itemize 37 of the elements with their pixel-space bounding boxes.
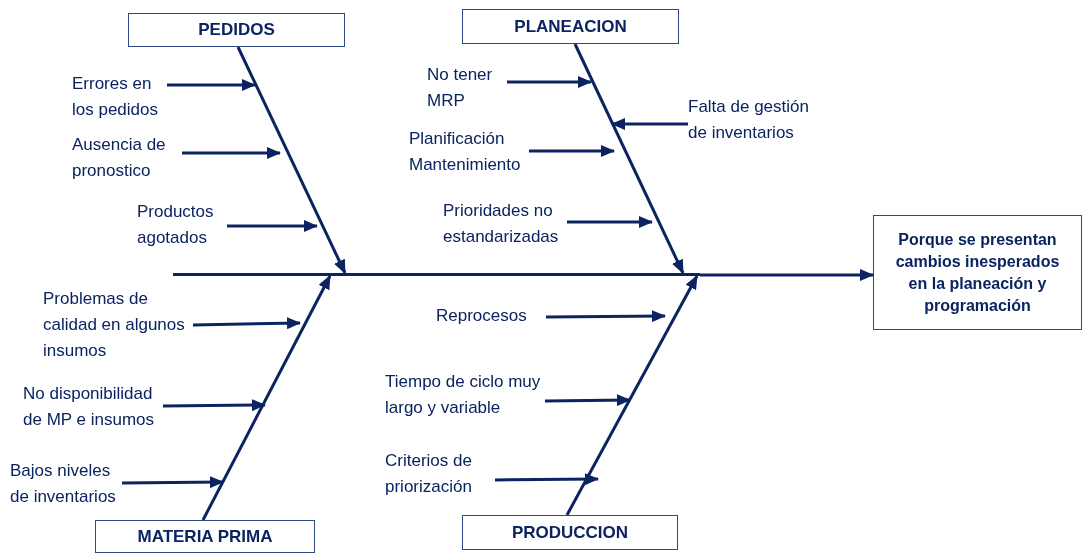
cause-label: Tiempo de ciclo muy largo y variable — [385, 369, 545, 421]
category-box: PEDIDOS — [128, 13, 345, 47]
cause-label: No tener MRP — [427, 62, 507, 114]
arrow — [167, 79, 256, 91]
arrow — [163, 399, 266, 412]
cause-label: Problemas de calidad en algunos insumos — [43, 286, 193, 364]
arrow — [700, 269, 874, 281]
bone-arrow — [565, 275, 699, 516]
arrow — [545, 394, 631, 407]
bone-arrow — [236, 46, 347, 274]
cause-label: Bajos niveles de inventarios — [10, 458, 122, 510]
cause-label: No disponibilidad de MP e insumos — [23, 381, 163, 433]
effect-box: Porque se presentan cambios inesperados en la planeación y programación — [873, 215, 1082, 330]
cause-label: Errores en los pedidos — [72, 71, 167, 123]
arrow — [192, 317, 301, 330]
category-box: PRODUCCION — [462, 515, 678, 550]
arrow — [507, 76, 592, 88]
bone-arrow — [201, 275, 332, 521]
arrow — [495, 473, 599, 486]
arrow — [122, 476, 224, 489]
cause-label: Planificación Mantenimiento — [409, 126, 529, 178]
cause-label: Ausencia de pronostico — [72, 132, 182, 184]
arrow — [529, 145, 615, 157]
spine-line — [173, 273, 700, 276]
bone-arrow — [573, 43, 685, 274]
cause-label: Falta de gestión de inventarios — [688, 94, 818, 146]
arrow — [567, 216, 653, 228]
cause-label: Criterios de priorización — [385, 448, 495, 500]
cause-label: Reprocesos — [436, 303, 546, 329]
cause-label: Productos agotados — [137, 199, 227, 251]
arrow — [227, 220, 318, 232]
arrow — [182, 147, 281, 159]
arrow — [546, 310, 666, 323]
cause-label: Prioridades no estandarizadas — [443, 198, 567, 250]
category-box: MATERIA PRIMA — [95, 520, 315, 553]
arrow — [611, 118, 688, 130]
category-box: PLANEACION — [462, 9, 679, 44]
